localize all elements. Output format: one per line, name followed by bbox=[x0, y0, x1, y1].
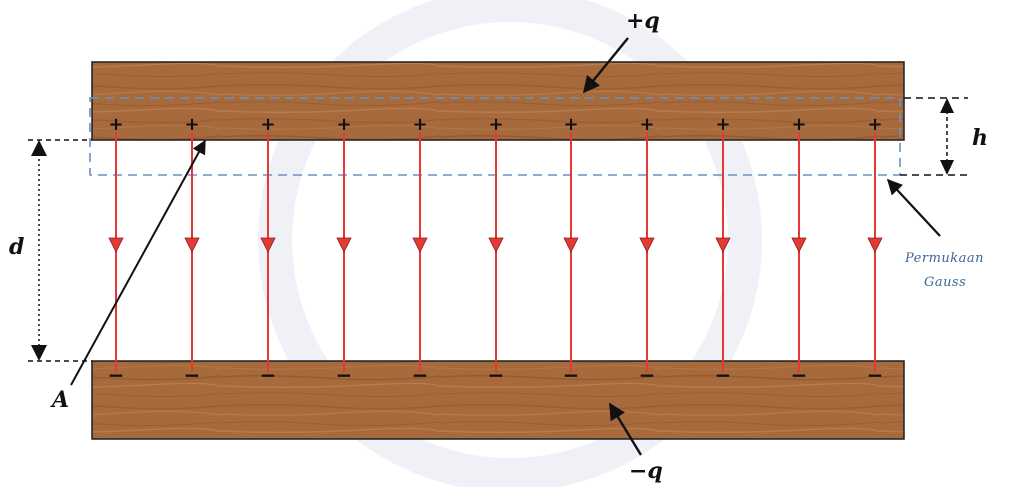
bottom-plate-charge-label: −q bbox=[629, 458, 663, 484]
positive-charge-sign: + bbox=[791, 114, 806, 135]
separation-label: d bbox=[9, 234, 24, 260]
field-arrowhead bbox=[563, 237, 579, 253]
positive-charge-sign: + bbox=[260, 114, 275, 135]
field-arrowhead bbox=[184, 237, 200, 253]
field-arrowhead bbox=[867, 237, 883, 253]
negative-charge-sign: − bbox=[791, 363, 808, 387]
positive-charge-sign: + bbox=[108, 114, 123, 135]
gauss-surface-pointer bbox=[886, 178, 941, 237]
field-lines-group: + − + − + − + − + − + − + − + − + − + − + − bbox=[108, 114, 884, 387]
top-plate-charge-label: +q bbox=[626, 8, 660, 34]
positive-charge-sign: + bbox=[563, 114, 578, 135]
field-arrowhead bbox=[639, 237, 655, 253]
positive-charge-sign: + bbox=[412, 114, 427, 135]
negative-charge-sign: − bbox=[412, 363, 429, 387]
negative-charge-sign: − bbox=[184, 363, 201, 387]
field-arrowhead bbox=[791, 237, 807, 253]
positive-charge-sign: + bbox=[336, 114, 351, 135]
field-arrowhead bbox=[488, 237, 504, 253]
field-arrowhead bbox=[412, 237, 428, 253]
area-label: A bbox=[50, 387, 69, 413]
bottom-charge-pointer bbox=[608, 402, 643, 456]
field-arrowhead bbox=[715, 237, 731, 253]
top-plate bbox=[91, 61, 905, 141]
separation-dimension bbox=[28, 139, 92, 362]
field-arrowhead bbox=[336, 237, 352, 253]
negative-charge-sign: − bbox=[715, 363, 732, 387]
field-arrowhead bbox=[260, 237, 276, 253]
bottom-plate bbox=[91, 360, 905, 440]
negative-charge-sign: − bbox=[336, 363, 353, 387]
positive-charge-sign: + bbox=[715, 114, 730, 135]
positive-charge-sign: + bbox=[639, 114, 654, 135]
height-label: h bbox=[972, 125, 988, 151]
positive-charge-sign: + bbox=[867, 114, 882, 135]
background-watermark bbox=[258, 0, 762, 487]
negative-charge-sign: − bbox=[260, 363, 277, 387]
negative-charge-sign: − bbox=[563, 363, 580, 387]
negative-charge-sign: − bbox=[867, 363, 884, 387]
negative-charge-sign: − bbox=[488, 363, 505, 387]
area-pointer bbox=[70, 139, 206, 386]
gauss-surface-label-line2: Gauss bbox=[924, 275, 966, 290]
positive-charge-sign: + bbox=[184, 114, 199, 135]
negative-charge-sign: − bbox=[108, 363, 125, 387]
gauss-surface-label-line1: Permukaan bbox=[904, 251, 984, 266]
height-dimension bbox=[900, 97, 968, 176]
positive-charge-sign: + bbox=[488, 114, 503, 135]
field-arrowhead bbox=[108, 237, 124, 253]
top-charge-pointer bbox=[582, 37, 629, 94]
negative-charge-sign: − bbox=[639, 363, 656, 387]
